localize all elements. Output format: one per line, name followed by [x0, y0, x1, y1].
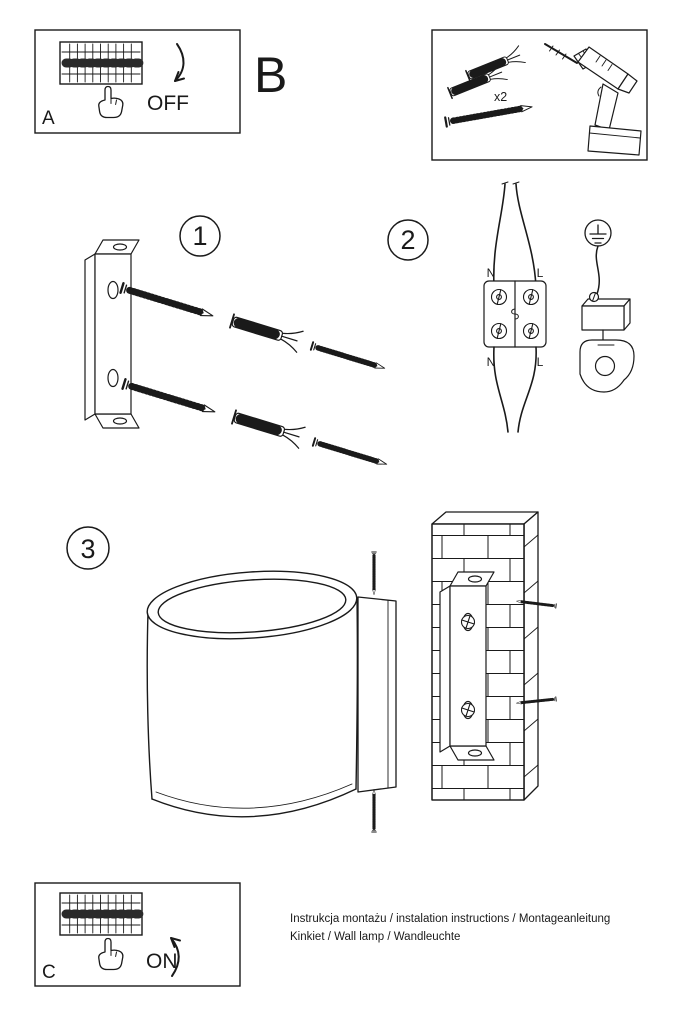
- wire-label-l-top: L: [537, 266, 544, 280]
- panel-a-letter: A: [42, 108, 55, 129]
- fixing-screw-icon: [370, 787, 378, 834]
- arrow-up-icon: [170, 937, 181, 977]
- anchor-quantity: x2: [494, 90, 507, 104]
- off-label: OFF: [147, 92, 189, 115]
- screw-anchor-row: [121, 283, 386, 372]
- wires-bottom: [493, 346, 537, 433]
- footer-line2: Kinkiet / Wall lamp / Wandleuchte: [290, 931, 460, 943]
- step-3: 3: [66, 511, 558, 834]
- fixing-screw-icon: [370, 550, 378, 597]
- wires-top: [492, 181, 537, 288]
- panel-c-letter: C: [42, 962, 56, 983]
- step-1-badge: [179, 215, 221, 257]
- panel-a: OFF A: [34, 29, 241, 134]
- bracket-screw-icon: [460, 614, 476, 718]
- bracket-icon: [84, 239, 140, 429]
- tools-box: x2: [431, 29, 648, 161]
- step-1-number: 1: [192, 221, 207, 251]
- footer: Instrukcja montażu / instalation instruc…: [290, 913, 610, 943]
- wire-label-n-bottom: N: [487, 355, 496, 369]
- footer-line1: Instrukcja montażu / instalation instruc…: [290, 913, 610, 925]
- panel-b-letter: B: [254, 47, 287, 103]
- bracket-icon: [439, 571, 495, 761]
- lamp-cylinder-icon: [146, 570, 359, 818]
- step-1: 1: [84, 215, 388, 468]
- on-label: ON: [146, 950, 178, 973]
- screw-anchor-row: [123, 379, 388, 468]
- ground-terminal-icon: [579, 245, 635, 393]
- lamp-backplate-icon: [357, 596, 397, 793]
- earth-symbol-icon: [584, 219, 612, 247]
- wire-label-l-bottom: L: [537, 355, 544, 369]
- step-2-badge: [387, 219, 429, 261]
- step-3-badge: [66, 526, 110, 570]
- breaker-panel-icon: [60, 42, 142, 84]
- step-3-number: 3: [80, 534, 95, 564]
- panel-c: ON C: [34, 882, 241, 987]
- step-2: 2 N L N L: [387, 181, 635, 433]
- drill-icon: [544, 43, 642, 156]
- terminal-block-icon: [483, 280, 547, 348]
- breaker-panel-icon: [60, 893, 142, 935]
- step-2-number: 2: [400, 225, 415, 255]
- arrow-down-icon: [174, 43, 185, 82]
- wire-label-n-top: N: [487, 266, 496, 280]
